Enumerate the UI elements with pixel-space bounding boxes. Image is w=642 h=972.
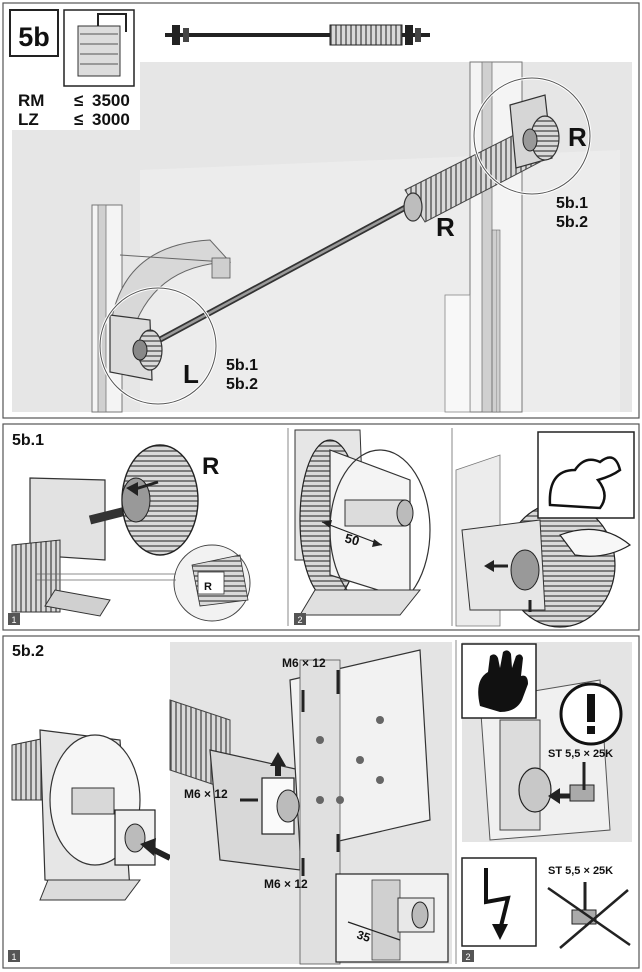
bolt-label-bottom: M6 × 12 <box>264 877 308 891</box>
left-ref-2: 5b.2 <box>226 376 258 393</box>
limit-lz-op: ≤ <box>74 110 83 129</box>
spring-cone <box>403 192 423 222</box>
left-ref-1: 5b.1 <box>226 357 258 374</box>
panel-5b1-1-drawing <box>11 444 251 622</box>
limit-rm-op: ≤ <box>74 91 83 110</box>
right-drum-assembly <box>509 94 560 169</box>
panel-5b1-1-number: 1 <box>11 615 16 625</box>
strength-icon <box>537 431 635 519</box>
measurement-inset <box>335 873 449 963</box>
right-side-label: R <box>568 122 587 152</box>
panel-5b2-1-number: 1 <box>11 952 16 962</box>
panel-5b2-2-number: 2 <box>465 952 470 962</box>
section-5b1-title: 5b.1 <box>12 432 44 449</box>
panel-5b1-2-drawing <box>294 429 431 616</box>
section-5b-overview: 5b RM ≤ 3500 LZ ≤ 3000 R R L 5b.1 5b.2 5… <box>2 2 640 419</box>
right-rail-teeth <box>491 229 501 413</box>
limit-rm-code: RM <box>18 91 44 110</box>
right-ref-1: 5b.1 <box>556 195 588 212</box>
panel-5b2-1-drawing <box>11 729 172 901</box>
right-ref-2: 5b.2 <box>556 214 588 231</box>
panel-5b1-2-badge <box>294 613 306 625</box>
panel-5b2-1-badge <box>8 950 20 962</box>
screw-label-bottom: ST 5,5 × 25K <box>548 865 613 877</box>
electric-hazard-icon <box>461 857 537 947</box>
panel-5b1-3-drawing <box>455 454 632 628</box>
measurement-inset-value: 35 <box>355 928 372 946</box>
limit-rm-value: 3500 <box>92 91 130 110</box>
panel-5b1-2-measurement: 50 <box>343 530 361 548</box>
hand-stop-icon <box>461 643 537 719</box>
step-badge <box>9 9 59 57</box>
section-5b2: 5b.2 1 <box>2 635 640 969</box>
panel-5b1-1-tag-label: R <box>204 581 212 593</box>
panel-5b1-1-side-label: R <box>202 453 219 480</box>
warning-icon <box>559 682 623 746</box>
limit-lz-value: 3000 <box>92 110 130 129</box>
left-drum-assembly <box>109 314 163 381</box>
limit-lz-code: LZ <box>18 110 39 129</box>
section-5b1: 5b.1 R R 1 <box>2 423 640 631</box>
garage-door-icon <box>63 9 135 87</box>
screw-label-top: ST 5,5 × 25K <box>548 748 613 760</box>
spring-side-label: R <box>436 212 455 242</box>
panel-5b1-2-number: 2 <box>297 615 302 625</box>
step-number: 5b <box>18 22 50 52</box>
section-5b2-title: 5b.2 <box>12 643 44 660</box>
prohibited-screw-icon <box>547 882 631 949</box>
panel-5b2-2-badge <box>462 950 474 962</box>
left-side-label: L <box>183 359 199 389</box>
shaft-icon <box>165 24 430 46</box>
panel-5b1-1-badge <box>8 613 20 625</box>
bolt-label-left: M6 × 12 <box>184 787 228 801</box>
bolt-label-top: M6 × 12 <box>282 656 326 670</box>
